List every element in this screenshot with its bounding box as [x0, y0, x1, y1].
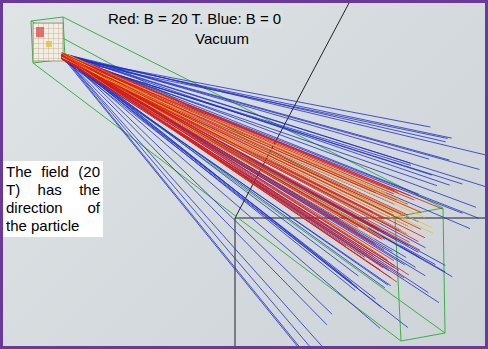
track-line	[63, 58, 374, 257]
track-line	[64, 54, 428, 293]
track-line	[62, 54, 397, 282]
track-line	[62, 55, 346, 246]
track-line	[61, 55, 396, 199]
track-line	[61, 58, 399, 231]
medium-label: Vacuum	[193, 30, 251, 48]
track-line	[64, 54, 409, 275]
track-line	[62, 59, 382, 218]
legend-note: Red: B = 20 T. Blue: B = 0	[106, 10, 283, 28]
track-line	[61, 55, 420, 250]
track-line	[64, 58, 376, 192]
track-line	[64, 57, 452, 138]
track-line	[64, 58, 379, 232]
track-line	[62, 55, 380, 328]
track-line	[64, 57, 415, 200]
track-line	[63, 58, 412, 229]
target-block	[33, 23, 63, 61]
track-line	[64, 54, 409, 235]
track-line	[63, 54, 408, 204]
track-line	[63, 54, 442, 208]
track-line	[63, 58, 409, 243]
particle-tracks	[61, 53, 488, 349]
track-line	[63, 53, 388, 260]
track-line	[62, 57, 387, 267]
track-line	[62, 57, 463, 184]
track-line	[61, 53, 433, 233]
track-line	[63, 54, 488, 188]
track-line	[61, 56, 401, 215]
field-note: The field (20 T) has the direction of th…	[3, 161, 103, 237]
